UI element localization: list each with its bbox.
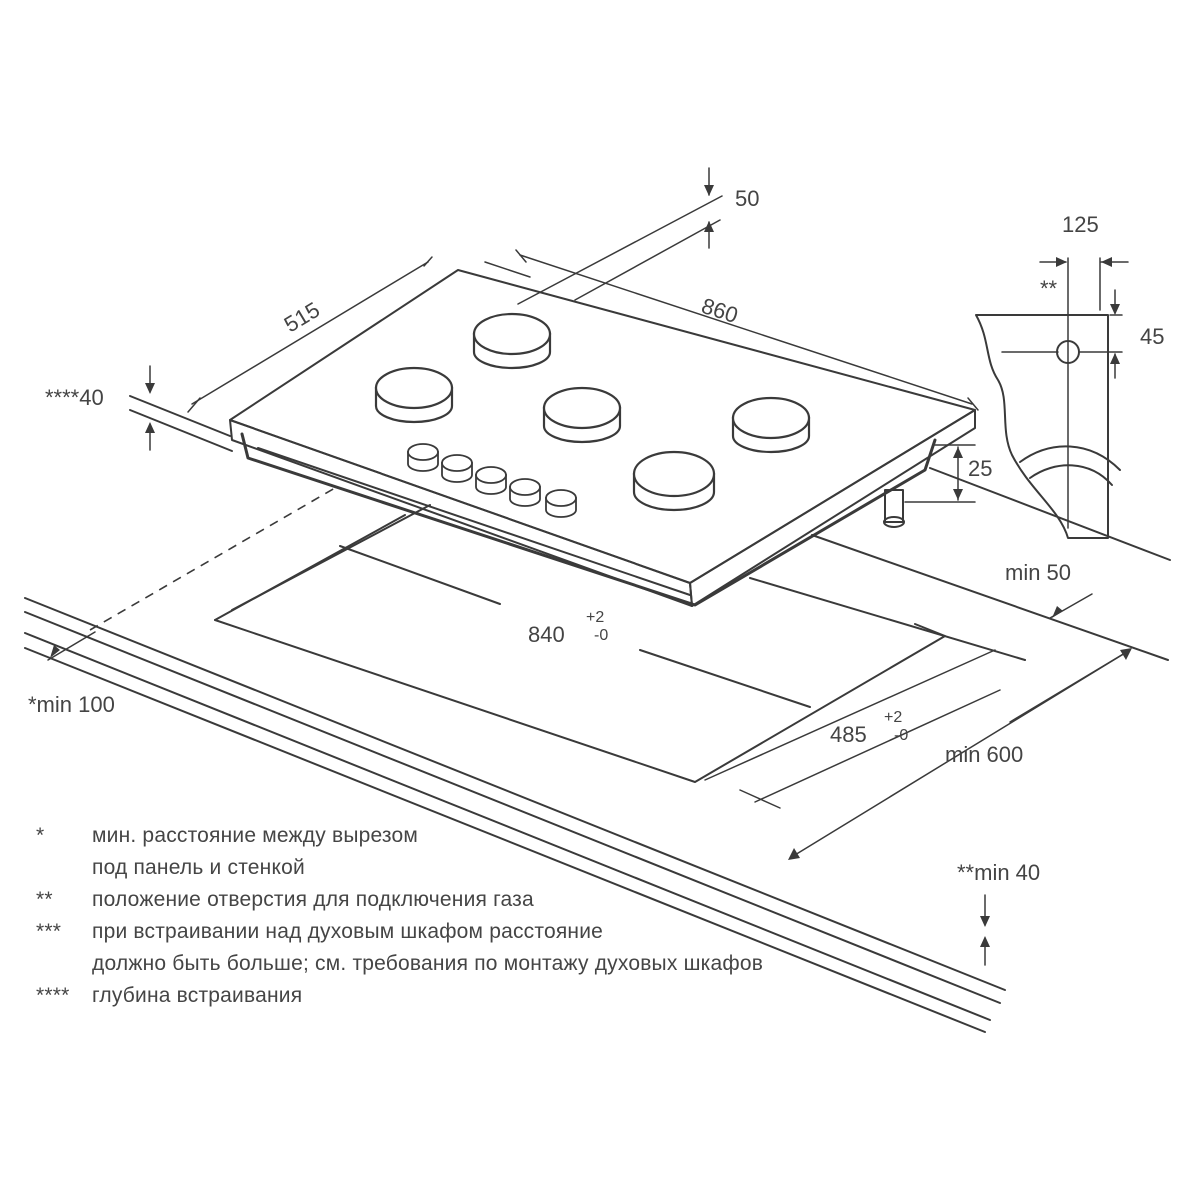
dim-min-100-label: *min 100 [28,692,115,717]
dim-min-100: *min 100 [28,645,115,717]
dim-840-tol-minus: -0 [594,627,608,644]
dim-860-label: 860 [698,293,741,328]
note-row: * мин. расстояние между вырезом [36,820,1036,852]
dim-min-40: **min 40 [957,860,1040,966]
dim-25-label: 25 [968,456,992,481]
dim-485-tol-minus: -0 [894,727,908,744]
dim-485: 485 +2 -0 [704,649,1001,809]
dim-840-label: 840 [528,622,565,647]
burner-left-icon [374,366,454,424]
dim-min-600: min 600 [788,648,1132,860]
knob-4-icon [509,478,541,507]
note-mark [36,852,92,884]
burner-back-center-icon [472,312,552,370]
burner-front-icon [632,450,716,512]
dim-min-50: min 50 [1005,560,1093,619]
dim-515-label: 515 [280,297,324,337]
note-row: должно быть больше; см. требования по мо… [36,948,1036,980]
gas-inlet-detail: 125 45 ** [975,212,1164,539]
dim-50-label: 50 [735,186,759,211]
note-text: положение отверстия для подключения газа [92,888,534,911]
dim-40-embed-label: ****40 [45,385,104,410]
knob-5-icon [545,489,577,518]
footnotes: * мин. расстояние между вырезом под пане… [36,820,1036,1012]
note-mark: ** [36,888,53,911]
burner-right-icon [731,396,811,454]
hob [229,269,976,607]
knob-1-icon [407,443,439,472]
note-text: должно быть больше; см. требования по мо… [92,952,764,975]
note-row: **** глубина встраивания [36,980,1036,1012]
note-text: при встраивании над духовым шкафом расст… [92,920,604,943]
dim-50: 50 [517,167,759,305]
note-text: под панель и стенкой [92,856,305,879]
dim-485-tol-plus: +2 [884,709,902,726]
note-row: ** положение отверстия для подключения г… [36,884,1036,916]
min-100-dashed-line [89,487,336,631]
control-knobs [407,443,577,518]
dim-45-label: 45 [1140,324,1164,349]
note-mark: * [36,824,45,847]
knob-3-icon [475,466,507,495]
note-mark: *** [36,920,62,943]
note-mark: **** [36,984,70,1007]
dim-25: 25 [904,444,992,503]
burners [374,312,811,512]
dim-40-embed: ****40 [45,365,155,451]
dim-125-label: 125 [1062,212,1099,237]
dim-min-40-label: **min 40 [957,860,1040,885]
dim-min-50-label: min 50 [1005,560,1071,585]
dim-840: 840 +2 -0 [528,609,608,647]
gas-mark-label: ** [1040,276,1058,301]
dim-min-600-label: min 600 [945,742,1023,767]
burner-center-icon [542,386,622,444]
note-row: *** при встраивании над духовым шкафом р… [36,916,1036,948]
cutout-outline [214,504,1026,783]
knob-2-icon [441,454,473,483]
min-100-tick-left [47,631,96,661]
dim-860: 860 [484,249,979,411]
countertop [24,395,1171,1033]
note-text: глубина встраивания [92,984,303,1007]
note-row: под панель и стенкой [36,852,1036,884]
dim-840-tol-plus: +2 [586,609,604,626]
note-text: мин. расстояние между вырезом [92,824,419,847]
note-mark [36,948,92,980]
dim-485-label: 485 [830,722,867,747]
